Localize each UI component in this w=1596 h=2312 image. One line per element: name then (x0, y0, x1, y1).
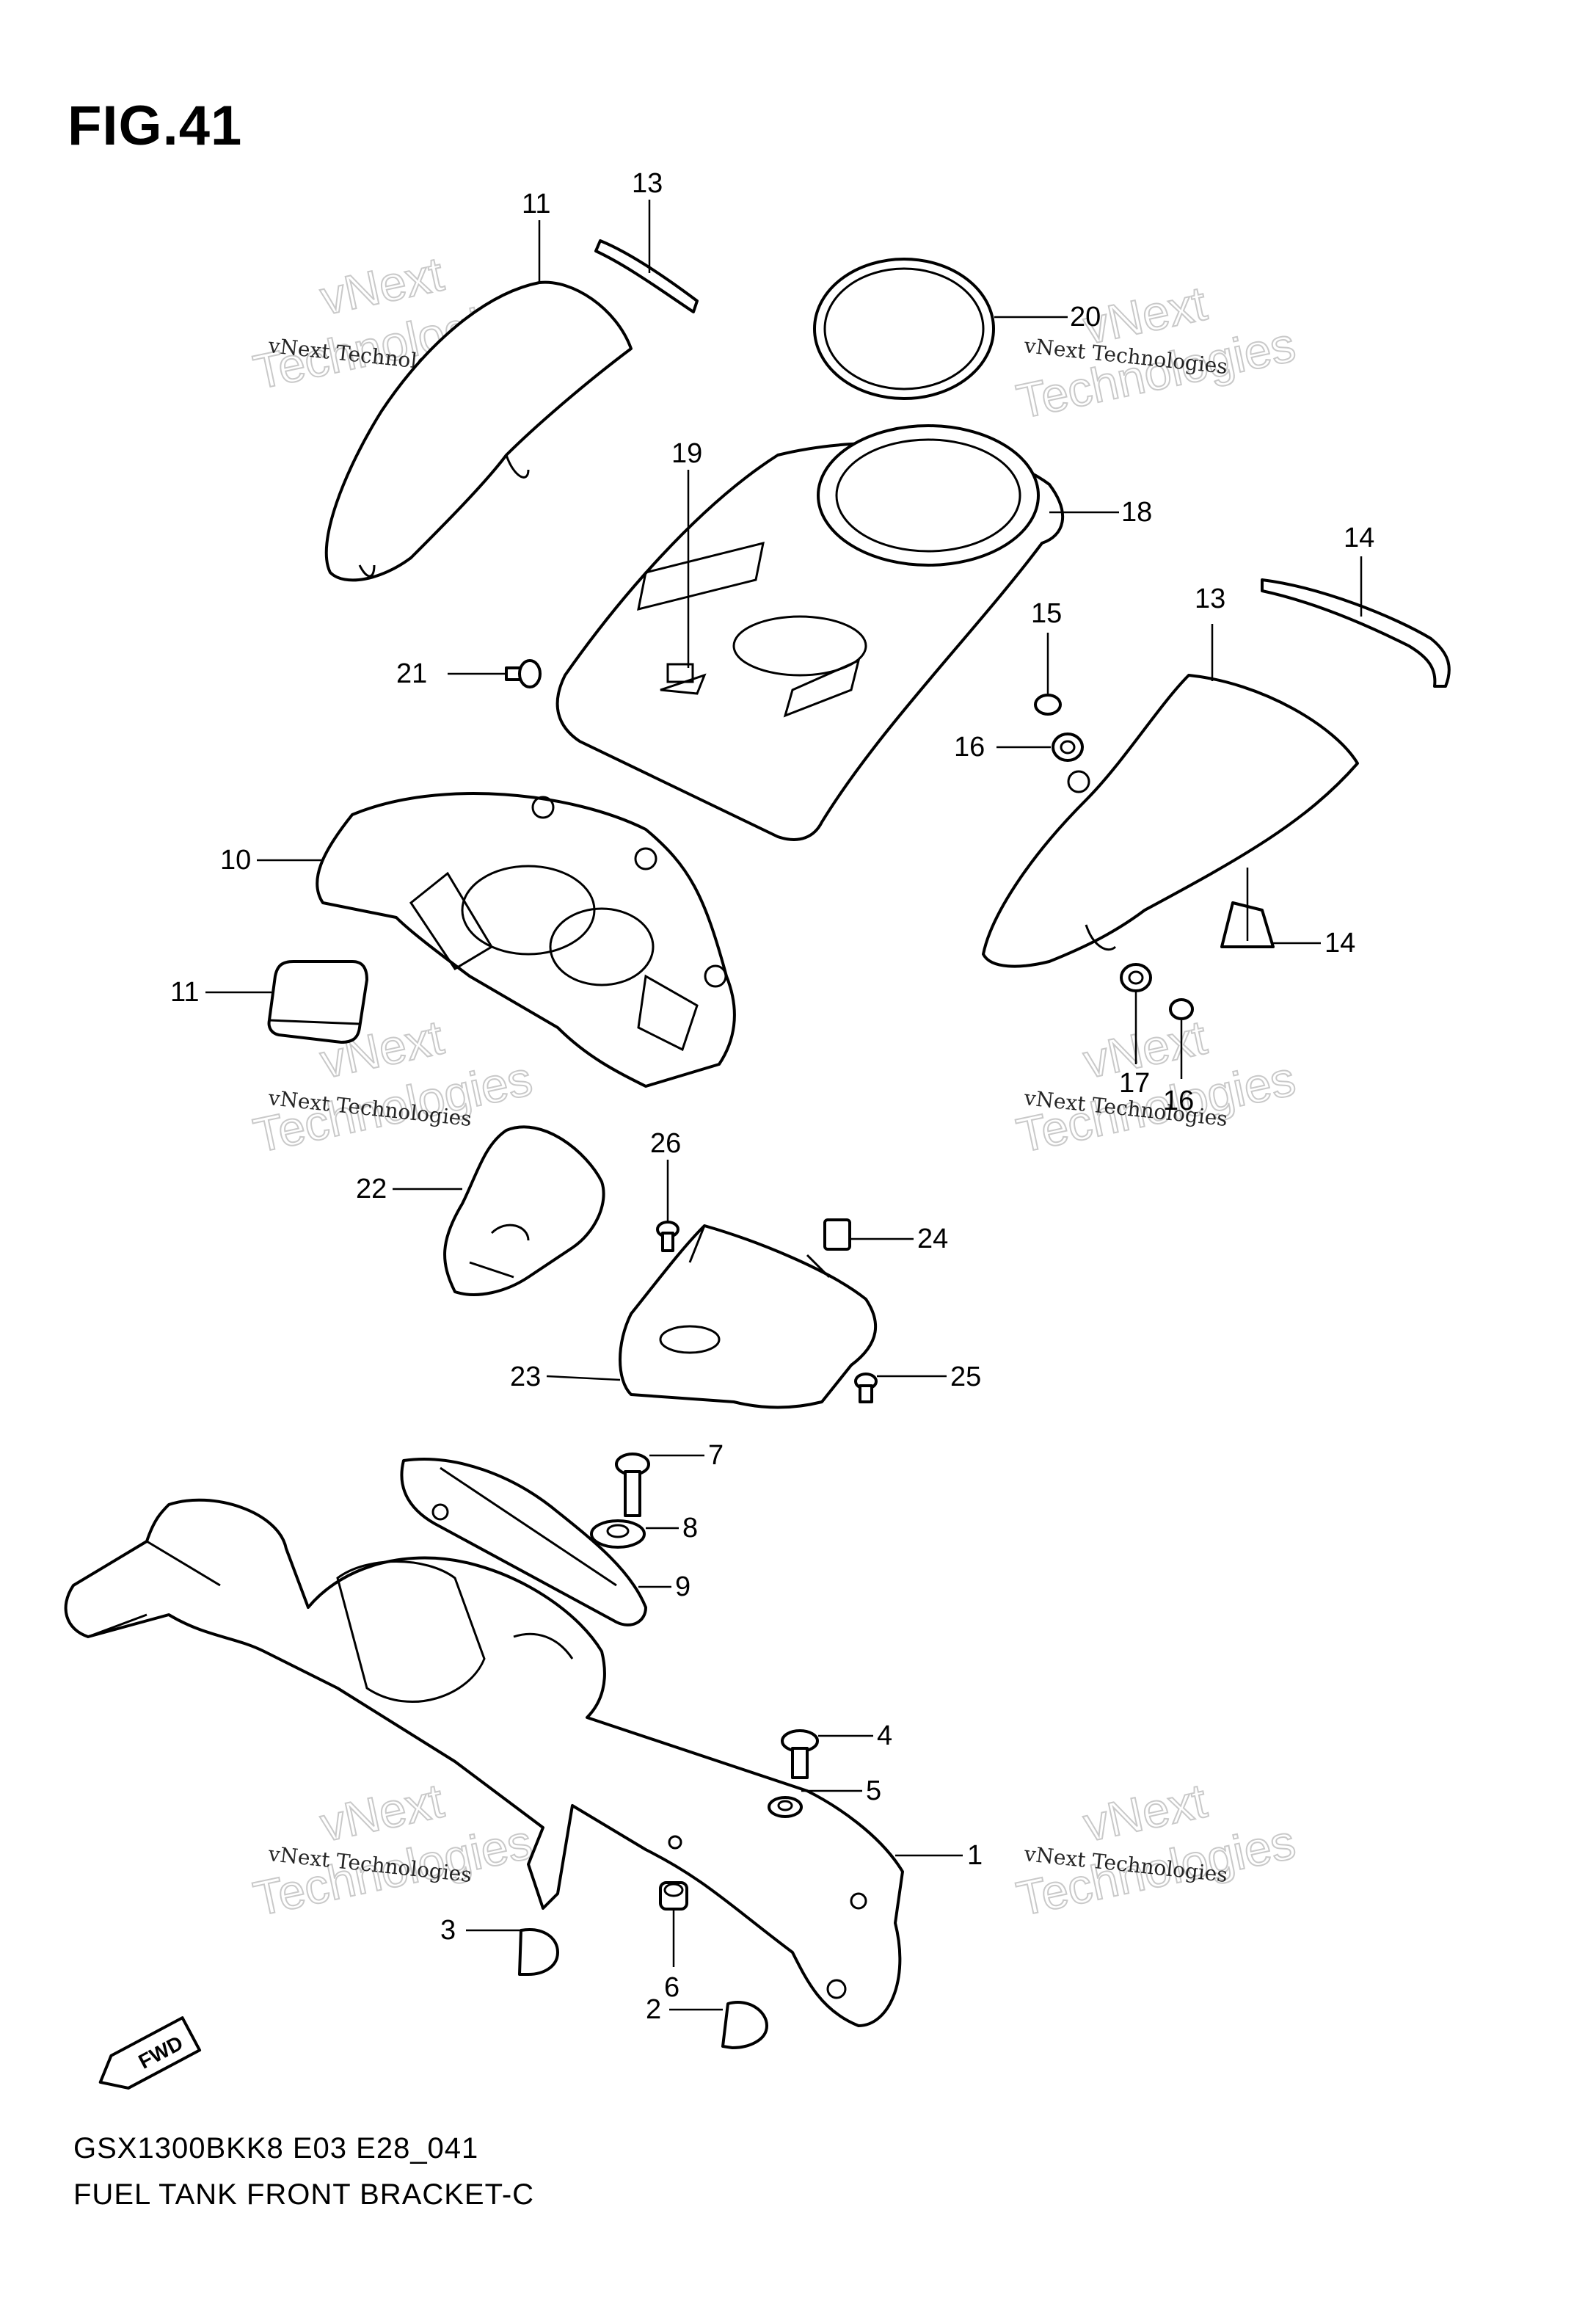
callout-25: 25 (950, 1362, 981, 1392)
callout-18: 18 (1121, 497, 1152, 528)
part-24-clip (823, 1218, 851, 1251)
part-7-bolt (615, 1453, 650, 1517)
callout-26: 26 (650, 1128, 681, 1159)
part-9-plate (400, 1458, 647, 1626)
callout-21: 21 (396, 658, 427, 689)
callout-2: 2 (646, 1994, 661, 2025)
part-17-grommet-lower (1120, 963, 1152, 992)
part-1-front-bracket (64, 1498, 904, 2027)
part-6-nut (659, 1881, 688, 1911)
callout-20: 20 (1070, 302, 1101, 332)
part-16-collar-upper (1034, 694, 1062, 716)
callout-13: 13 (1195, 584, 1225, 614)
callout-17-upper: 16 (954, 732, 985, 763)
part-11-pad-block (267, 960, 368, 1044)
callout-11: 11 (170, 977, 199, 1008)
figure-title: FIG.41 (68, 95, 243, 157)
callout-10: 10 (220, 845, 251, 876)
callout-12: 11 (522, 189, 550, 219)
callout-9: 9 (675, 1571, 690, 1602)
part-12-left-side-cover (324, 280, 633, 582)
callout-8: 8 (682, 1513, 698, 1544)
callout-19: 19 (671, 438, 702, 469)
callout-5: 5 (866, 1775, 881, 1806)
part-8-cushion (590, 1519, 646, 1549)
callout-23: 23 (510, 1362, 541, 1392)
fwd-arrow-icon: FWD (98, 2016, 202, 2090)
callout-14-right: 14 (1344, 523, 1374, 553)
callout-7: 7 (708, 1440, 724, 1471)
part-18-tank-cover (555, 424, 1064, 841)
callout-numbers: 11 13 20 18 19 21 14 13 15 16 14 17 16 1… (170, 168, 1374, 2025)
callout-16-lower: 16 (1163, 1086, 1194, 1116)
part-26-screw (656, 1221, 679, 1252)
part-13-right-side-cover (982, 674, 1359, 968)
part-14-trim-strip-right (1261, 578, 1451, 688)
callout-22: 22 (356, 1174, 387, 1204)
callout-15: 14 (1324, 928, 1355, 959)
part-25-push-rivet (854, 1373, 878, 1403)
callout-1: 1 (967, 1840, 983, 1871)
part-3-cap (518, 1928, 559, 1976)
part-4-bolt (781, 1729, 819, 1779)
part-14-trim-strip-upper (594, 239, 699, 313)
callout-14-upper: 13 (632, 168, 663, 199)
figure-name: FUEL TANK FRONT BRACKET-C (73, 2178, 535, 2211)
model-code: GSX1300BKK8 E03 E28_041 (73, 2132, 479, 2164)
part-2-cap (721, 2001, 768, 2049)
callout-4: 4 (877, 1720, 892, 1751)
part-17-grommet-upper (1052, 733, 1084, 762)
part-21-screw (505, 659, 542, 688)
callout-17-lower: 17 (1119, 1068, 1150, 1099)
callout-3: 3 (440, 1915, 456, 1946)
part-23-lower-bracket (619, 1224, 877, 1409)
part-16-collar-lower (1169, 998, 1194, 1020)
callout-16-upper: 15 (1031, 598, 1062, 629)
part-10-upper-bracket (316, 792, 736, 1088)
leader-lines (205, 200, 1363, 2011)
part-5-washer (768, 1796, 803, 1818)
part-22-small-bracket (443, 1125, 605, 1296)
callout-24: 24 (917, 1224, 948, 1254)
part-20-ring (813, 258, 995, 400)
callout-6: 6 (664, 1972, 679, 2003)
